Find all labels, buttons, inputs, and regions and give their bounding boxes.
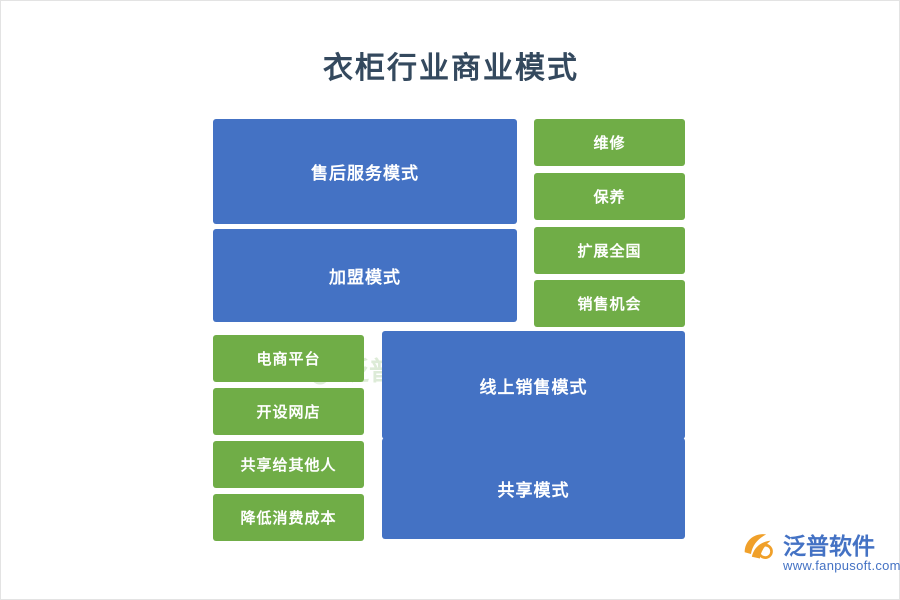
node-label: 共享模式 — [497, 481, 570, 500]
node-franchise[interactable]: 加盟模式 — [213, 229, 517, 322]
node-reduce-consumption-cost[interactable]: 降低消费成本 — [213, 494, 364, 541]
node-label: 共享给其他人 — [240, 458, 337, 474]
node-maintenance[interactable]: 保养 — [534, 173, 685, 220]
node-label: 开设网店 — [256, 405, 321, 421]
node-sales-opportunity[interactable]: 销售机会 — [534, 280, 685, 327]
brand-logo-block: 泛普软件 www.fanpusoft.com — [741, 527, 900, 585]
node-share-with-others[interactable]: 共享给其他人 — [213, 441, 364, 488]
node-label: 加盟模式 — [329, 268, 401, 287]
node-label: 线上销售模式 — [479, 377, 588, 397]
node-label: 维修 — [593, 136, 626, 152]
brand-url: www.fanpusoft.com — [783, 558, 900, 573]
node-open-online-store[interactable]: 开设网店 — [213, 388, 364, 435]
node-nationwide-expansion[interactable]: 扩展全国 — [534, 227, 685, 274]
node-label: 售后服务模式 — [311, 164, 419, 183]
brand-flame-icon — [744, 534, 773, 559]
node-online-sales[interactable]: 线上销售模式 — [382, 331, 685, 439]
node-label: 电商平台 — [256, 352, 321, 368]
node-label: 扩展全国 — [577, 244, 642, 260]
node-label: 销售机会 — [577, 297, 642, 313]
node-after-sales-service[interactable]: 售后服务模式 — [213, 119, 517, 224]
brand-name: 泛普软件 — [783, 534, 875, 559]
node-sharing[interactable]: 共享模式 — [382, 438, 685, 539]
node-label: 保养 — [593, 190, 626, 206]
node-ecommerce-platform[interactable]: 电商平台 — [213, 335, 364, 382]
page-title: 衣柜行业商业模式 — [323, 52, 579, 85]
node-repair[interactable]: 维修 — [534, 119, 685, 166]
node-label: 降低消费成本 — [240, 511, 337, 527]
